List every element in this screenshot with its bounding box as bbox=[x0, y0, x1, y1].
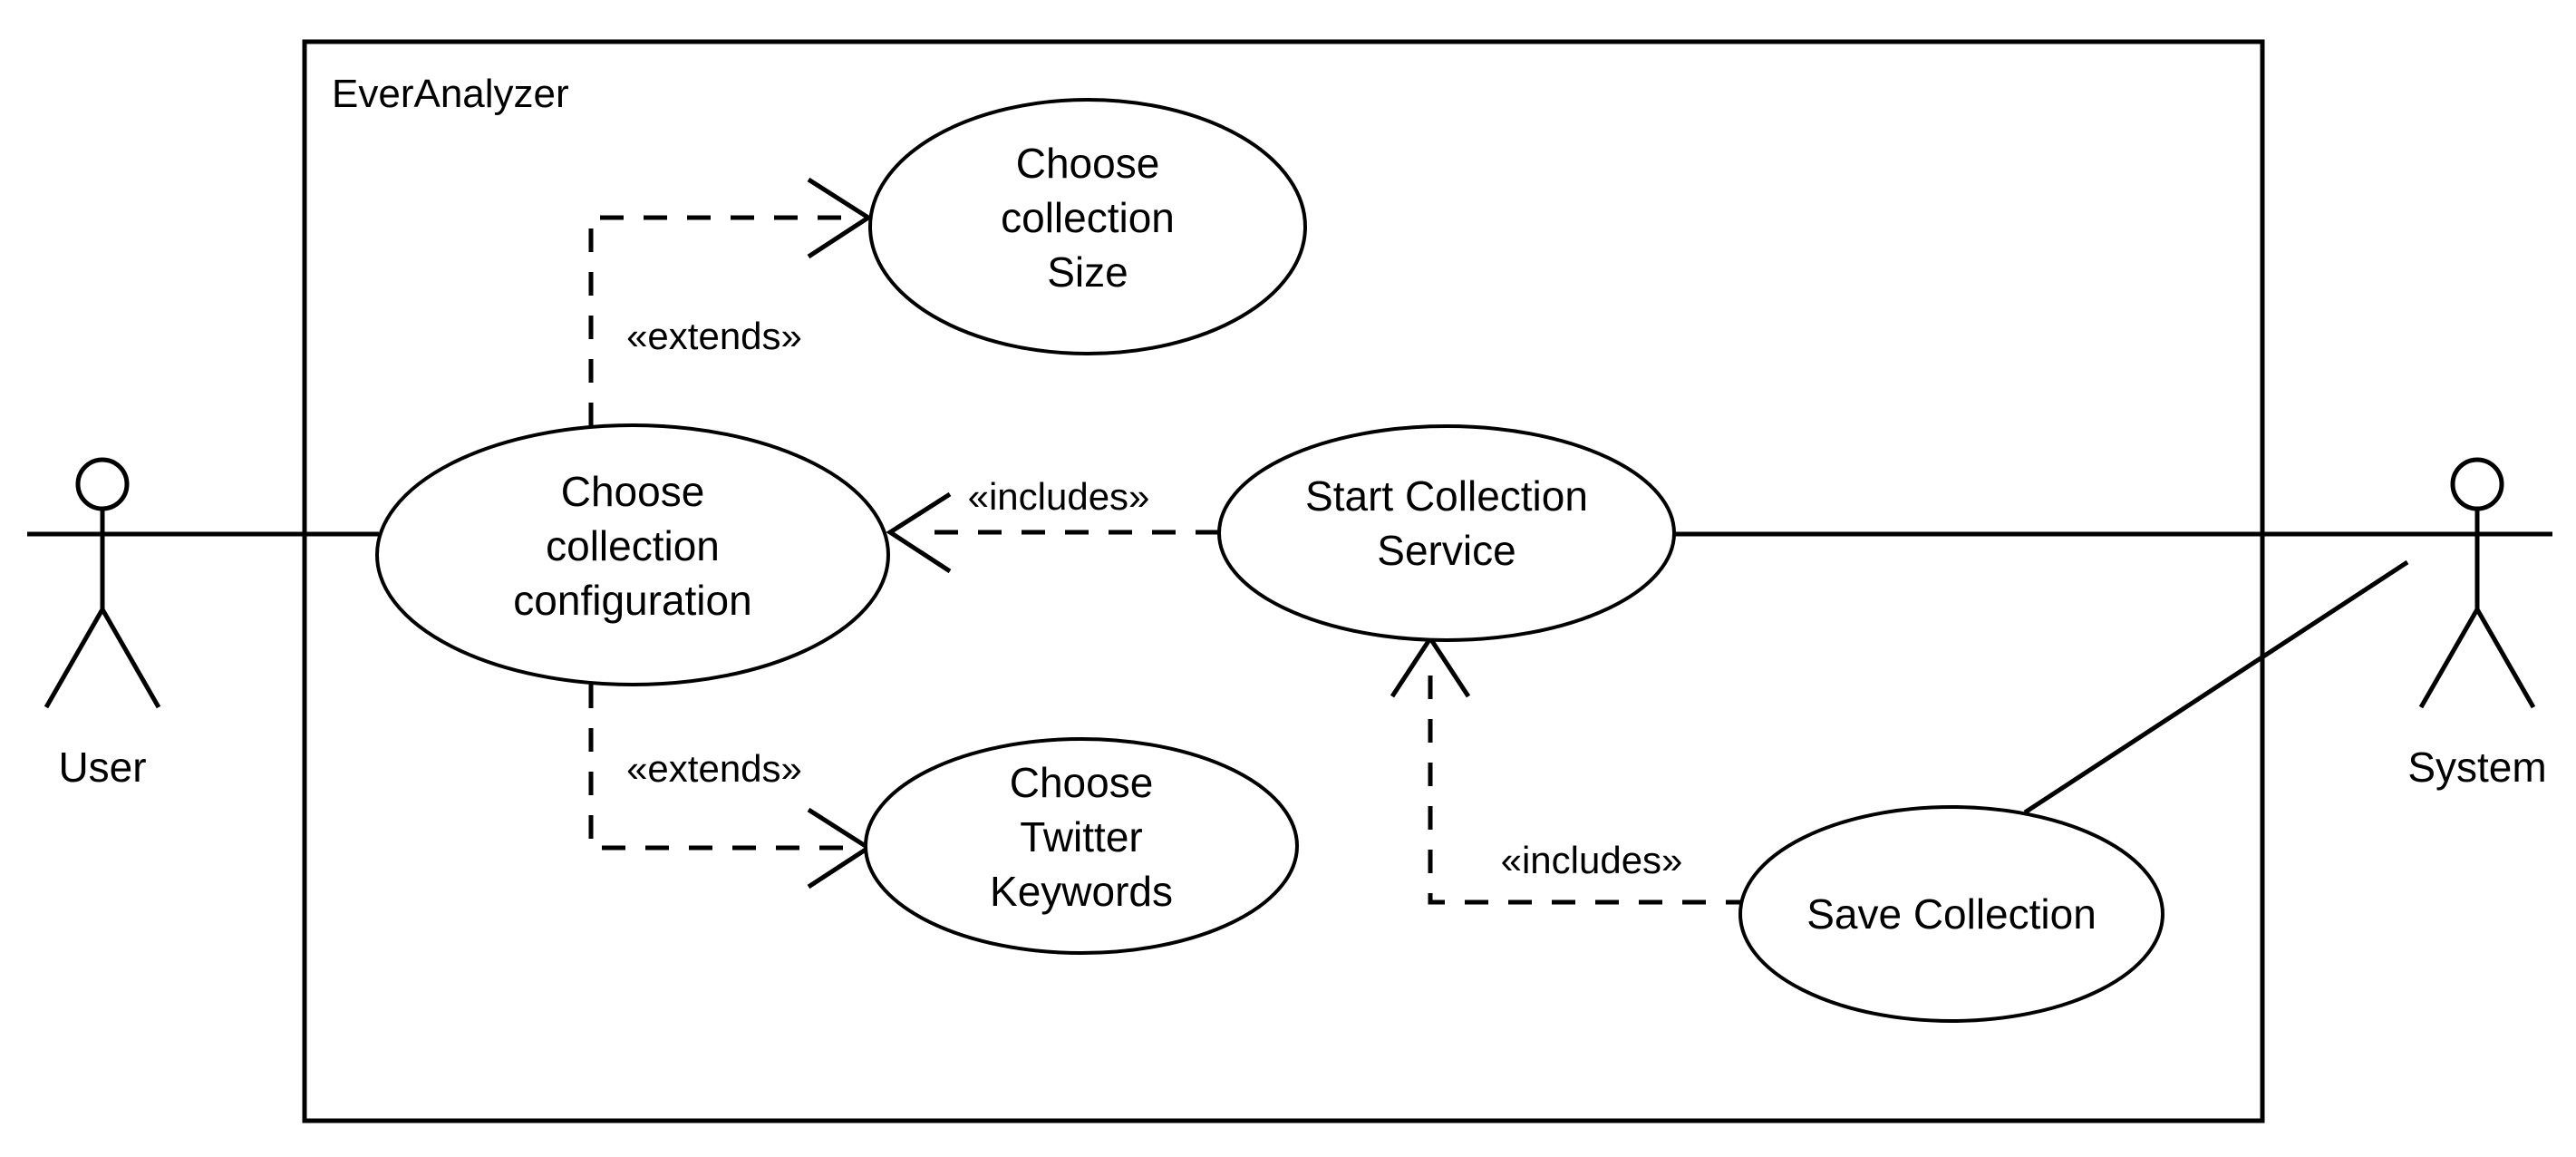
use-case-start-collection-service[interactable]: Start Collection Service bbox=[1217, 424, 1676, 642]
system-boundary-label: EverAnalyzer bbox=[332, 72, 569, 116]
use-case-choose-collection-configuration-line-1: Choose bbox=[561, 468, 705, 515]
use-case-choose-twitter-keywords[interactable]: Choose Twitter Keywords bbox=[864, 737, 1299, 955]
relationship-extends-size: «extends» bbox=[588, 177, 873, 426]
actor-user-label: User bbox=[58, 744, 146, 791]
actor-user-head-icon bbox=[75, 457, 130, 511]
extends-keywords-dashed-path bbox=[588, 685, 843, 851]
actor-system-label: System bbox=[2407, 744, 2546, 791]
includes-save-stereotype-label: «includes» bbox=[1501, 839, 1683, 881]
use-case-save-collection-shape[interactable] bbox=[1738, 805, 2164, 1023]
extends-size-stereotype-label: «extends» bbox=[626, 315, 802, 357]
use-case-save-collection[interactable]: Save Collection bbox=[1738, 805, 2164, 1023]
use-case-choose-collection-configuration-line-3: configuration bbox=[513, 577, 751, 624]
extends-size-arrowhead bbox=[807, 177, 873, 259]
includes-save-dashed-path bbox=[1428, 671, 1749, 905]
use-case-choose-collection-configuration-line-2: collection bbox=[546, 522, 720, 569]
use-case-save-collection-line-1: Save Collection bbox=[1806, 890, 2097, 938]
use-case-choose-twitter-keywords-line-2: Twitter bbox=[1020, 813, 1142, 860]
use-case-choose-collection-configuration-shape[interactable] bbox=[375, 423, 890, 686]
use-case-choose-twitter-keywords-shape[interactable] bbox=[864, 737, 1299, 955]
use-case-choose-collection-configuration[interactable]: Choose collection configuration bbox=[375, 423, 890, 686]
use-case-start-collection-service-shape[interactable] bbox=[1217, 424, 1676, 642]
includes-configuration-arrowhead bbox=[886, 491, 952, 574]
extends-keywords-stereotype-label: «extends» bbox=[626, 747, 802, 790]
actor-system-leg-right bbox=[2474, 608, 2536, 709]
use-case-choose-collection-size[interactable]: Choose collection Size bbox=[868, 98, 1307, 355]
use-case-choose-collection-size-line-2: collection bbox=[1001, 194, 1175, 241]
actor-user-leg-right bbox=[100, 608, 161, 709]
use-case-choose-collection-size-shape[interactable] bbox=[868, 98, 1307, 355]
use-case-start-collection-service-line-2: Service bbox=[1377, 527, 1516, 574]
includes-configuration-stereotype-label: «includes» bbox=[968, 475, 1150, 518]
use-case-start-collection-service-line-1: Start Collection bbox=[1305, 472, 1588, 520]
actor-system-head-icon bbox=[2450, 457, 2504, 511]
association-system-to-save-collection bbox=[2023, 559, 2409, 815]
system-boundary-box bbox=[302, 39, 2265, 1123]
use-case-choose-collection-size-line-3: Size bbox=[1047, 248, 1128, 296]
use-case-choose-twitter-keywords-line-3: Keywords bbox=[990, 868, 1173, 915]
use-case-choose-collection-size-line-1: Choose bbox=[1016, 140, 1160, 187]
actor-system-leg-left bbox=[2418, 608, 2480, 709]
actor-user-leg-left bbox=[44, 608, 105, 709]
actor-system[interactable]: System bbox=[2402, 457, 2552, 791]
relationship-includes-configuration: «includes» bbox=[886, 475, 1219, 574]
relationship-extends-keywords: «extends» bbox=[588, 685, 873, 890]
actor-user[interactable]: User bbox=[27, 457, 178, 791]
use-case-choose-twitter-keywords-line-1: Choose bbox=[1010, 759, 1154, 806]
relationship-includes-save: «includes» bbox=[1390, 634, 1749, 905]
